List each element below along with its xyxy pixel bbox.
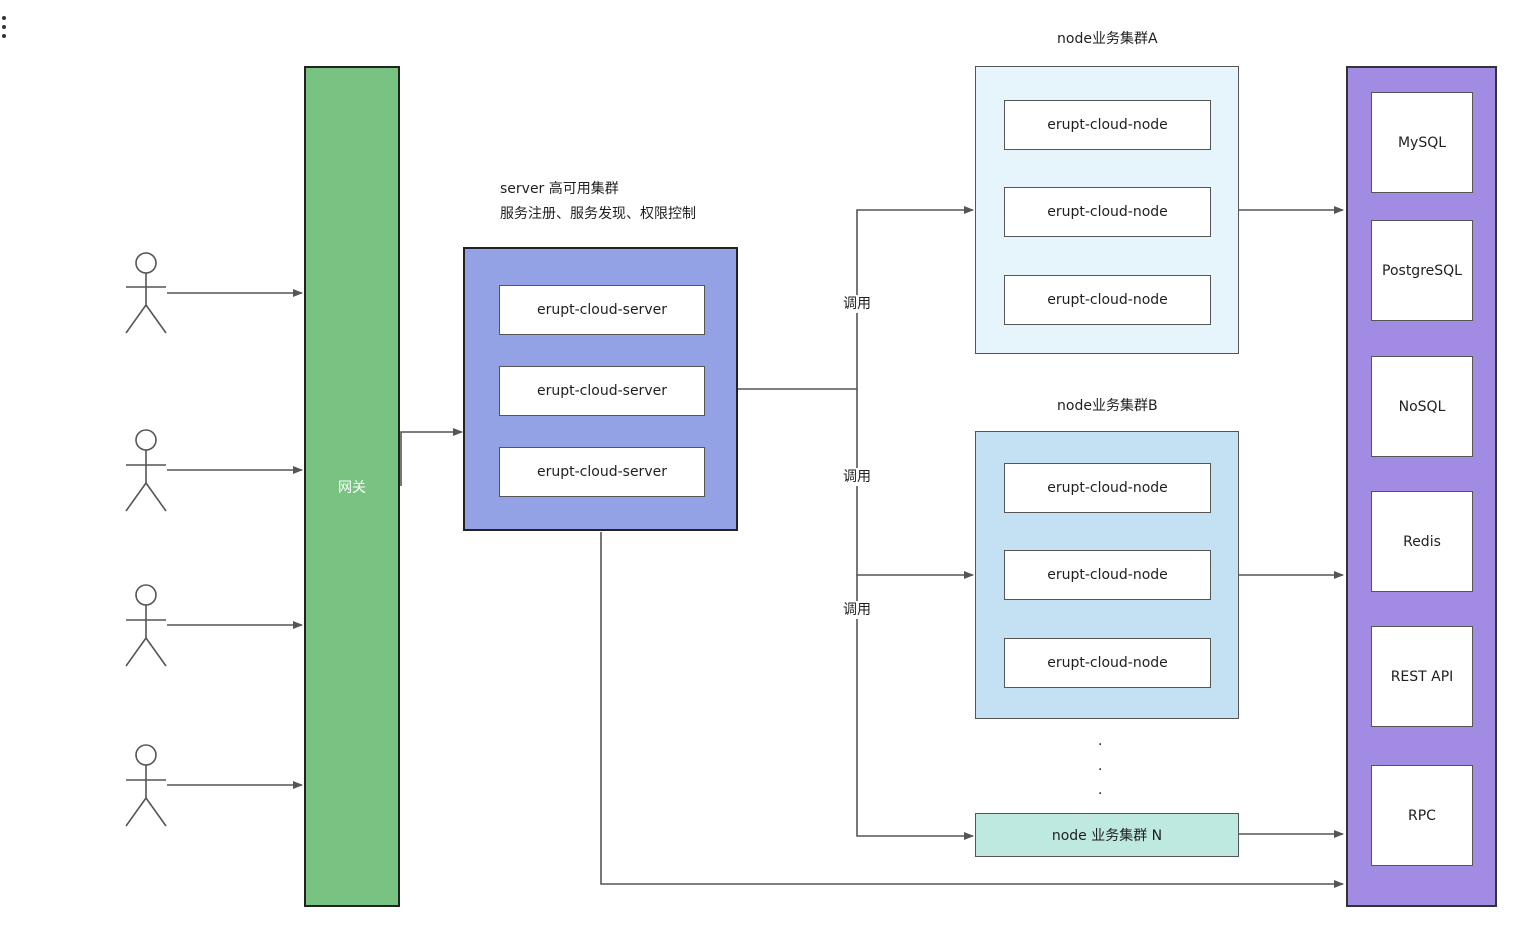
server-cluster-subtitle: 服务注册、服务发现、权限控制 bbox=[500, 206, 696, 222]
cluster-node[interactable]: erupt-cloud-node bbox=[1004, 275, 1211, 325]
ellipsis-dot: . bbox=[1098, 782, 1103, 798]
user-actor-icon bbox=[125, 584, 167, 667]
gateway-to-server-arrow bbox=[400, 428, 463, 486]
call-label: 调用 bbox=[843, 468, 871, 486]
more-options-icon[interactable] bbox=[0, 16, 10, 42]
call-label: 调用 bbox=[843, 601, 871, 619]
cluster-node[interactable]: erupt-cloud-node bbox=[1004, 100, 1211, 150]
node-cluster-n-box[interactable]: node 业务集群 N bbox=[975, 813, 1239, 857]
node-cluster-b-box[interactable]: erupt-cloud-node erupt-cloud-node erupt-… bbox=[975, 431, 1239, 719]
server-cluster-title: server 高可用集群 bbox=[500, 181, 619, 197]
user-actor-icon bbox=[125, 252, 167, 334]
datasource-rpc[interactable]: RPC bbox=[1371, 765, 1473, 866]
cluster-node[interactable]: erupt-cloud-node bbox=[1004, 463, 1211, 513]
datasource-rest-api[interactable]: REST API bbox=[1371, 626, 1473, 727]
ellipsis-dot: . bbox=[1098, 733, 1103, 749]
datasource-panel[interactable]: MySQL PostgreSQL NoSQL Redis REST API RP… bbox=[1346, 66, 1497, 907]
node-cluster-n-label: node 业务集群 N bbox=[1051, 828, 1163, 844]
gateway-box[interactable]: 网关 bbox=[304, 66, 400, 907]
datasource-mysql[interactable]: MySQL bbox=[1371, 92, 1473, 193]
server-to-cluster-b-arrow bbox=[856, 389, 974, 579]
node-cluster-a-box[interactable]: erupt-cloud-node erupt-cloud-node erupt-… bbox=[975, 66, 1239, 354]
ellipsis-dot: . bbox=[1098, 758, 1103, 774]
server-cluster-box[interactable]: erupt-cloud-server erupt-cloud-server er… bbox=[463, 247, 738, 531]
node-cluster-a-title: node业务集群A bbox=[1057, 31, 1158, 47]
cluster-node[interactable]: erupt-cloud-node bbox=[1004, 187, 1211, 237]
call-label: 调用 bbox=[843, 295, 871, 313]
datasource-nosql[interactable]: NoSQL bbox=[1371, 356, 1473, 457]
cluster-node[interactable]: erupt-cloud-node bbox=[1004, 550, 1211, 600]
datasource-postgresql[interactable]: PostgreSQL bbox=[1371, 220, 1473, 321]
user-actor-icon bbox=[125, 429, 167, 512]
server-node[interactable]: erupt-cloud-server bbox=[499, 285, 705, 335]
server-node[interactable]: erupt-cloud-server bbox=[499, 366, 705, 416]
server-node[interactable]: erupt-cloud-server bbox=[499, 447, 705, 497]
user-actor-icon bbox=[125, 744, 167, 827]
gateway-label: 网关 bbox=[338, 479, 366, 496]
cluster-node[interactable]: erupt-cloud-node bbox=[1004, 638, 1211, 688]
datasource-redis[interactable]: Redis bbox=[1371, 491, 1473, 592]
node-cluster-b-title: node业务集群B bbox=[1057, 398, 1158, 414]
server-to-datasource-arrow bbox=[600, 532, 1344, 888]
server-to-cluster-n-arrow bbox=[856, 575, 974, 840]
